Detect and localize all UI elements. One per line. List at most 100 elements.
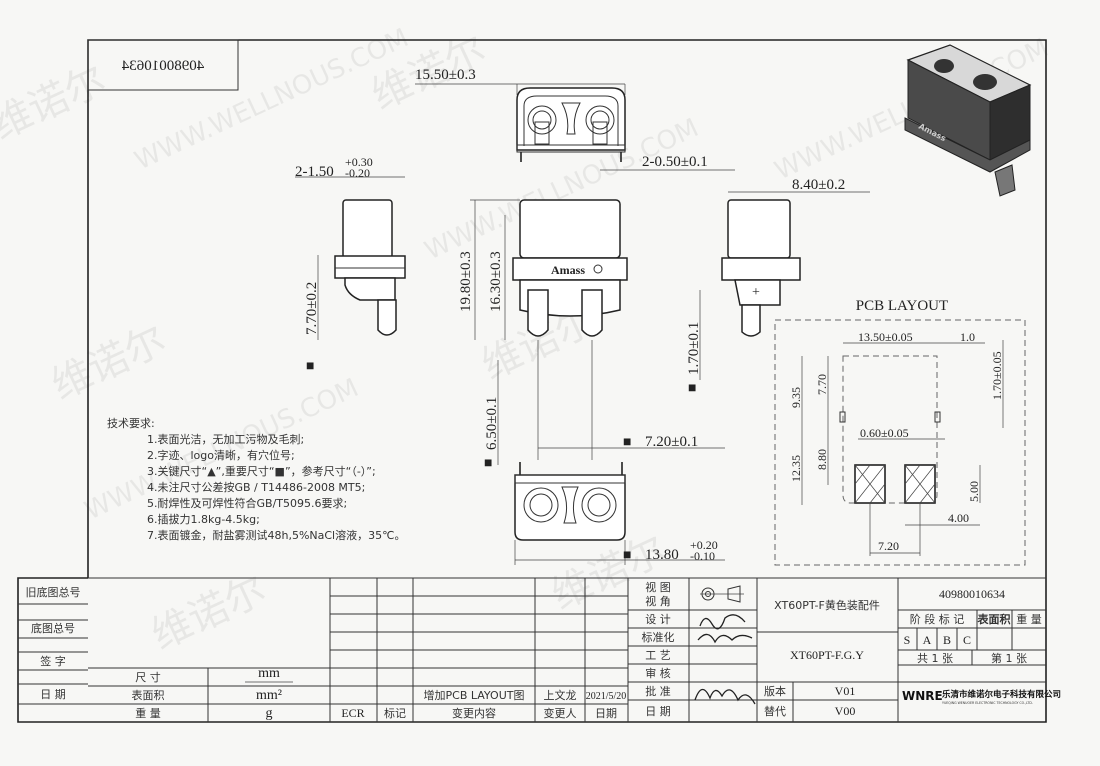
version-label: 版本 [764,684,786,698]
pcb-pitch: 7.20 [878,539,899,553]
weight-label: 重 量 [135,706,161,720]
date-label: 日 期 [40,688,66,701]
revision-header-ecr: ECR [341,706,364,720]
pcb-layout: PCB LAYOUT 13.50±0.05 1.0 1.70±0.05 9.35… [774,298,1026,566]
tech-req-item: 2.字迹、logo清晰，有穴位号; [147,448,295,462]
connector-3d-render: Amass [904,44,1032,197]
important-mark: ■ [688,381,696,396]
right-side-view: 8.40±0.2 + 1.70±0.1 ■ [686,177,870,396]
important-mark: ■ [623,435,631,450]
part-name: XT60PT-F黄色装配件 [774,598,880,612]
dim-pin-diameter: 2-1.50 [295,164,334,180]
mirrored-drawing-number: 40980010634 [121,58,204,74]
standardization-label: 标准化 [642,630,675,644]
stage-header: 阶 段 标 记 [910,612,965,626]
dim-total-height: 19.80±0.3 [458,251,474,312]
top-view: 15.50±0.3 2-0.50±0.1 [415,67,735,171]
signature-approve [694,688,756,705]
process-label: 工 艺 [645,649,671,662]
title-block: 旧底图总号 底图总号 签 字 日 期 尺 寸 mm 表面积 mm² 重 量 g … [18,577,1061,722]
company-logo: WNRE [902,689,943,703]
area-label: 表面积 [132,688,165,702]
watermark-cn: 维诺尔 [145,567,273,659]
stage-c: C [963,633,971,647]
pcb-pad-height: 5.00 [967,481,981,502]
important-mark: ■ [306,359,314,374]
bottom-view: 6.50±0.1 ■ ■ 7.20±0.1 ■ 13.80 +0.20 -0.1… [484,360,725,565]
model-number: XT60PT-F.G.Y [790,648,864,662]
signature-design [697,614,753,644]
pcb-gap: 1.0 [960,330,975,344]
size-unit: mm [258,666,280,681]
left-side-view: 2-1.50 +0.30 -0.20 7.70±0.2 ■ [295,155,406,374]
pcb-d4: 8.80 [815,449,829,470]
projection-symbol-icon [700,585,744,603]
watermark-cn: 维诺尔 [45,317,173,409]
sheets-total: 共 1 张 [917,652,953,665]
stage-s: S [904,633,911,647]
signature-label: 签 字 [40,654,66,668]
dim-bottom-width-plus: +0.20 [690,538,718,552]
pcb-slot: 0.60±0.05 [860,426,909,440]
revision-date: 2021/5/20 [586,691,627,702]
base-number-label: 底图总号 [31,621,75,635]
tech-req-item: 7.表面镀金，耐盐雾测试48h,5%NaCl溶液，35℃。 [147,528,405,542]
pcb-pad [904,464,936,504]
pcb-d1: 9.35 [789,387,803,408]
important-mark: ■ [484,456,492,471]
dim-pin-diameter-minus: -0.20 [345,166,370,180]
pcb-d2: 7.70 [815,374,829,395]
dim-pin-length: 6.50±0.1 [484,397,500,450]
revision-header-mark: 标记 [384,706,406,720]
approval-date-label: 日 期 [645,705,671,718]
sheet-number: 第 1 张 [991,651,1027,665]
review-label: 审 核 [645,666,671,680]
stage-b: B [943,633,951,647]
plus-mark: + [752,285,760,300]
brand-logo-text: Amass [551,263,585,277]
stage-a: A [923,633,932,647]
pcb-width: 13.50±0.05 [858,330,913,344]
pcb-layout-title: PCB LAYOUT [856,298,948,314]
dim-side-width: 8.40±0.2 [792,177,845,193]
tech-req-item: 5.耐焊性及可焊性符合GB/T5095.6要求; [147,496,347,510]
front-view: 19.80±0.3 16.30±0.3 Amass [458,199,628,460]
dim-top-width: 15.50±0.3 [415,67,476,83]
pcb-pad [854,464,886,504]
revision-header-date: 日期 [595,707,617,720]
pcb-pad-width: 4.00 [948,511,969,525]
size-label: 尺 寸 [135,670,161,684]
view-angle-label: 视 角 [645,594,671,608]
version-value: V01 [835,684,856,698]
view-label: 视 图 [645,580,671,594]
part-number: 40980010634 [939,587,1005,601]
company-name-en: YUEQING WENUOER ELECTRONIC TECHNOLOGY CO… [942,701,1033,705]
drawing-frame: 40980010634 [17,39,1047,723]
design-label: 设 计 [645,613,671,626]
approve-label: 批 准 [645,684,671,698]
watermark-cn: 维诺尔 [0,57,113,149]
revision-person: 上文龙 [544,688,577,702]
pcb-d3: 12.35 [789,455,803,482]
dim-side-height: 7.70±0.2 [304,282,320,335]
important-mark: ■ [623,548,631,563]
area-header: 表面积 [977,612,1011,626]
tech-req-item: 1.表面光洁，无加工污物及毛刺; [147,432,304,446]
dim-bottom-width: 13.80 [645,547,679,563]
dim-pin-diameter-plus: +0.30 [345,155,373,169]
weight-header: 重 量 [1016,612,1042,626]
pcb-offset: 1.70±0.05 [990,351,1004,400]
revision-header-content: 变更内容 [452,706,496,720]
replace-label: 替代 [764,704,786,718]
watermark-en: WWW.WELLNOUS.COM [130,23,413,176]
tech-req-item: 4.未注尺寸公差按GB / T14486-2008 MT5; [147,480,365,494]
tech-req-title: 技术要求: [107,417,155,430]
tech-req-item: 6.插拔力1.8kg-4.5kg; [147,512,260,526]
left-strip: 旧底图总号 底图总号 签 字 日 期 [18,585,88,705]
revision-content: 增加PCB LAYOUT图 [424,688,525,702]
weight-unit: g [266,706,273,721]
area-unit: mm² [256,688,282,703]
dim-bottom-width-minus: -0.10 [690,549,715,563]
dim-body-height: 16.30±0.3 [488,251,504,312]
